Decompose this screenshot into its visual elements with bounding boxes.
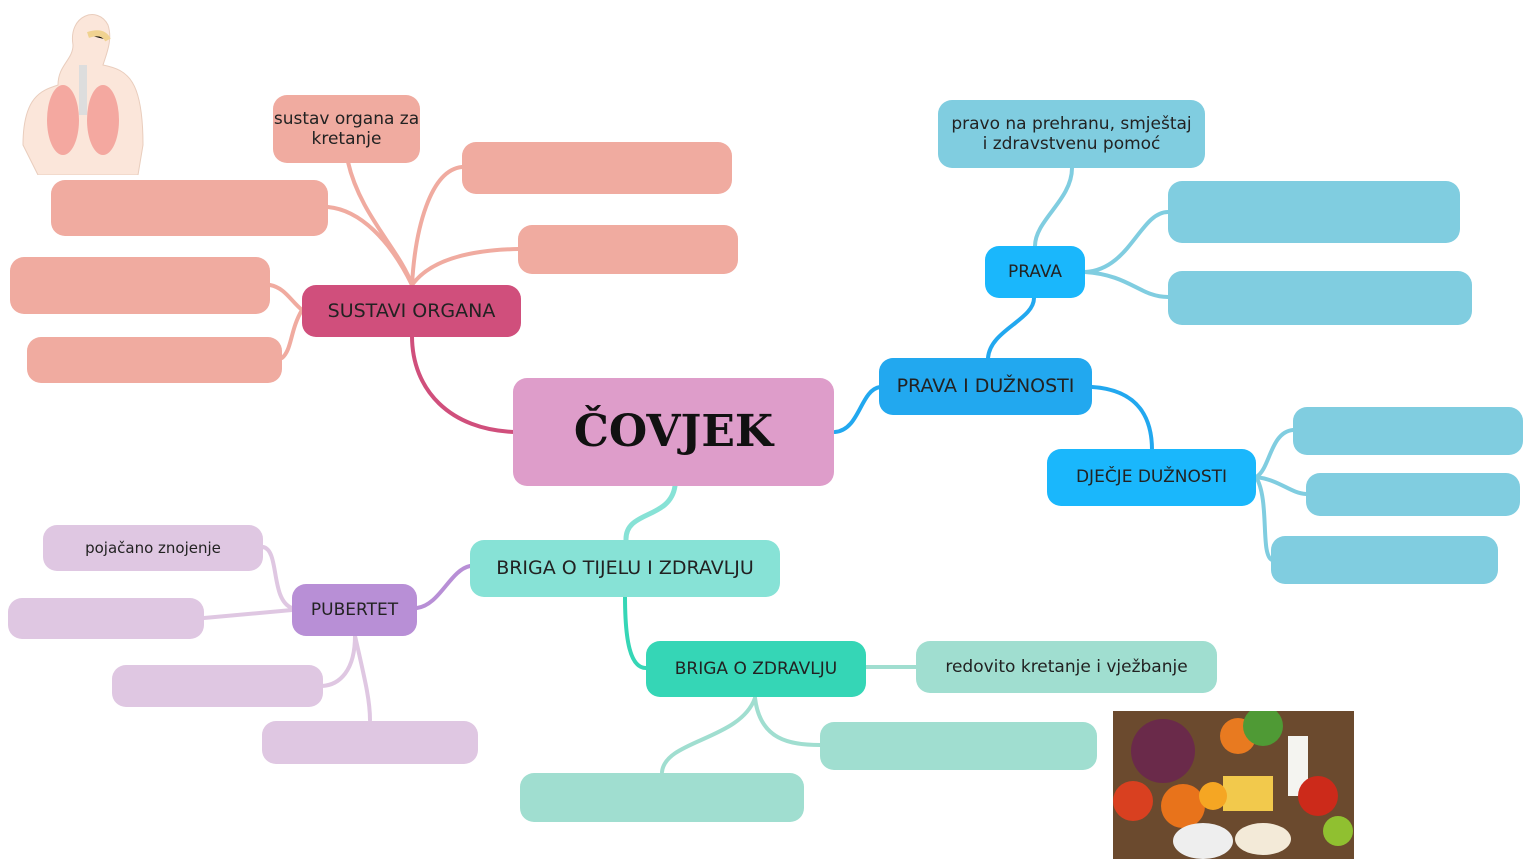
node-empty[interactable] <box>1271 536 1498 584</box>
node-empty[interactable] <box>462 142 732 194</box>
node-empty[interactable] <box>8 598 204 639</box>
node-pubertet[interactable]: PUBERTET <box>292 584 417 636</box>
node-briga-zdravlje[interactable]: BRIGA O ZDRAVLJU <box>646 641 866 697</box>
respiratory-system-illustration <box>18 5 148 176</box>
node-empty[interactable] <box>820 722 1097 770</box>
node-prava[interactable]: PRAVA <box>985 246 1085 298</box>
node-sustav-kretanje[interactable]: sustav organa za kretanje <box>273 95 420 163</box>
node-empty[interactable] <box>262 721 478 764</box>
node-redovito-kretanje[interactable]: redovito kretanje i vježbanje <box>916 641 1217 693</box>
healthy-food-photo <box>1113 711 1354 859</box>
node-empty[interactable] <box>112 665 323 707</box>
node-empty[interactable] <box>1306 473 1520 516</box>
node-empty[interactable] <box>1293 407 1523 455</box>
node-empty[interactable] <box>1168 271 1472 325</box>
node-sustavi-organa[interactable]: SUSTAVI ORGANA <box>302 285 521 337</box>
node-empty[interactable] <box>51 180 328 236</box>
node-pravo-prehrana[interactable]: pravo na prehranu, smještaj i zdravstven… <box>938 100 1205 168</box>
node-empty[interactable] <box>1168 181 1460 243</box>
node-djecje-duznosti[interactable]: DJEČJE DUŽNOSTI <box>1047 449 1256 506</box>
node-briga-tijelo[interactable]: BRIGA O TIJELU I ZDRAVLJU <box>470 540 780 597</box>
node-empty[interactable] <box>27 337 282 383</box>
node-prava-i-duznosti[interactable]: PRAVA I DUŽNOSTI <box>879 358 1092 415</box>
node-empty[interactable] <box>518 225 738 274</box>
node-empty[interactable] <box>520 773 804 822</box>
node-pojacano-znojenje[interactable]: pojačano znojenje <box>43 525 263 571</box>
node-empty[interactable] <box>10 257 270 314</box>
root-node[interactable]: ČOVJEK <box>513 378 834 486</box>
